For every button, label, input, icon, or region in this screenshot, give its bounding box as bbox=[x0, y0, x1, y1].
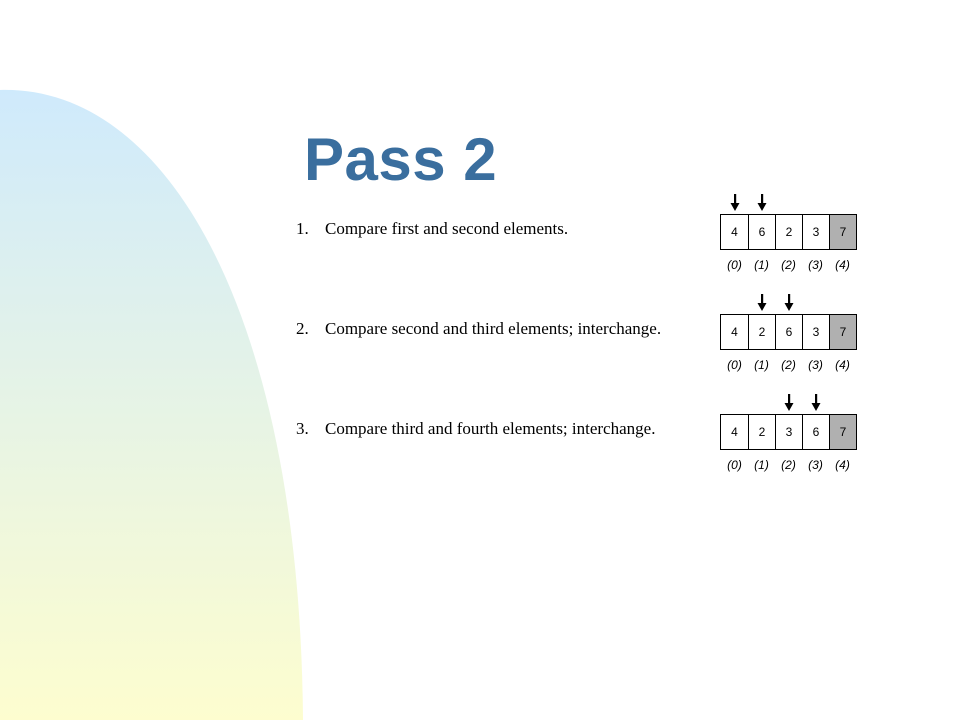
down-arrow-icon bbox=[784, 294, 793, 311]
array-index-label: (4) bbox=[835, 358, 850, 372]
array-index-label: (3) bbox=[808, 358, 823, 372]
array-index-label: (0) bbox=[727, 358, 742, 372]
array-cell: 3 bbox=[775, 415, 802, 449]
array-index-label: (0) bbox=[727, 258, 742, 272]
array-cell-sorted: 7 bbox=[829, 415, 856, 449]
array-cell: 6 bbox=[748, 215, 775, 249]
array-cell: 4 bbox=[731, 425, 738, 439]
array-index-label: (1) bbox=[754, 258, 769, 272]
array-index-label: (2) bbox=[781, 258, 796, 272]
down-arrow-icon bbox=[811, 394, 820, 411]
array-cell: 2 bbox=[775, 215, 802, 249]
down-arrow-icon bbox=[730, 194, 739, 211]
array-index-label: (1) bbox=[754, 458, 769, 472]
array-cell: 2 bbox=[748, 415, 775, 449]
down-arrow-icon bbox=[757, 294, 766, 311]
step-description: 2. Compare second and third elements; int… bbox=[296, 319, 661, 339]
step-text: Compare third and fourth elements; inter… bbox=[325, 419, 656, 438]
array-cell: 4 bbox=[731, 325, 738, 339]
array-index-label: (2) bbox=[781, 458, 796, 472]
array-index-label: (3) bbox=[808, 258, 823, 272]
step-description: 1. Compare first and second elements. bbox=[296, 219, 568, 239]
array-index-label: (4) bbox=[835, 458, 850, 472]
array-indices: (0) (1) (2) (3) (4) bbox=[721, 458, 856, 472]
step-text: Compare second and third elements; inter… bbox=[325, 319, 662, 338]
array-index-label: (2) bbox=[781, 358, 796, 372]
down-arrow-icon bbox=[784, 394, 793, 411]
array-indices: (0) (1) (2) (3) (4) bbox=[721, 358, 856, 372]
array-cell: 2 bbox=[748, 315, 775, 349]
array-cell: 6 bbox=[802, 415, 829, 449]
step-description: 3. Compare third and fourth elements; int… bbox=[296, 419, 655, 439]
slide-title: Pass 2 bbox=[304, 126, 498, 193]
step-number: 3. bbox=[296, 419, 309, 438]
array-index-label: (0) bbox=[727, 458, 742, 472]
array-cell: 3 bbox=[802, 315, 829, 349]
array-cell-sorted: 7 bbox=[829, 315, 856, 349]
array-index-label: (4) bbox=[835, 258, 850, 272]
array-cell: 6 bbox=[775, 315, 802, 349]
step-number: 2. bbox=[296, 319, 309, 338]
array-index-label: (1) bbox=[754, 358, 769, 372]
array-cell: 4 bbox=[731, 225, 738, 239]
step-text: Compare first and second elements. bbox=[325, 219, 569, 238]
array-index-label: (3) bbox=[808, 458, 823, 472]
array-cell: 3 bbox=[802, 215, 829, 249]
step-number: 1. bbox=[296, 219, 309, 238]
array-indices: (0) (1) (2) (3) (4) bbox=[721, 258, 856, 272]
down-arrow-icon bbox=[757, 194, 766, 211]
array-cell-sorted: 7 bbox=[829, 215, 856, 249]
